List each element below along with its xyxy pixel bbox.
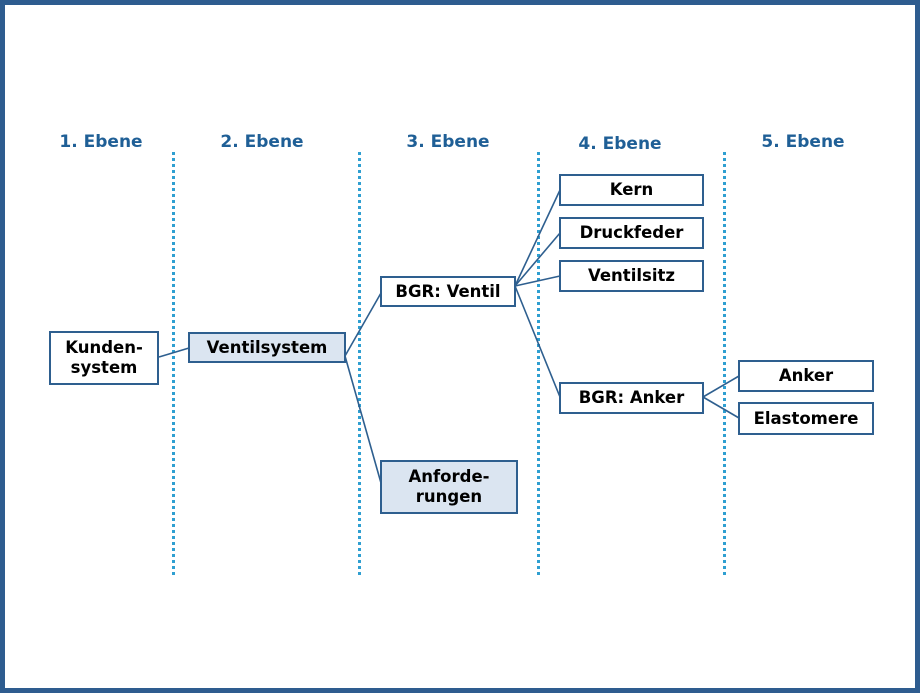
- level-title-2: 2. Ebene: [220, 132, 304, 152]
- link-bgr-ventil-bgr-anker: [514, 285, 561, 398]
- node-ventilsitz: Ventilsitz: [559, 260, 704, 292]
- level-title-4: 4. Ebene: [578, 134, 662, 154]
- level-divider-2: [358, 152, 361, 575]
- link-bgr-ventil-kern: [514, 189, 561, 287]
- link-ventilsystem-anforderungen: [344, 355, 382, 484]
- link-bgr-ventil-druckfeder: [514, 232, 561, 287]
- link-bgr-anker-anker: [702, 375, 740, 398]
- node-ventilsystem: Ventilsystem: [188, 332, 346, 363]
- node-kern: Kern: [559, 174, 704, 206]
- link-kundensystem-ventilsystem: [158, 347, 190, 358]
- node-anker: Anker: [738, 360, 874, 392]
- node-bgr-anker: BGR: Anker: [559, 382, 704, 414]
- level-title-5: 5. Ebene: [761, 132, 845, 152]
- level-divider-4: [723, 152, 726, 575]
- level-divider-3: [537, 152, 540, 575]
- level-divider-1: [172, 152, 175, 575]
- node-kundensystem: Kunden- system: [49, 331, 159, 385]
- link-ventilsystem-bgr-ventil: [344, 292, 382, 357]
- level-title-1: 1. Ebene: [59, 132, 143, 152]
- node-druckfeder: Druckfeder: [559, 217, 704, 249]
- node-bgr-ventil: BGR: Ventil: [380, 276, 516, 307]
- node-elastomere: Elastomere: [738, 402, 874, 435]
- link-bgr-anker-elastomere: [702, 396, 740, 419]
- link-bgr-ventil-ventilsitz: [514, 275, 561, 287]
- level-title-3: 3. Ebene: [406, 132, 490, 152]
- node-anforderungen: Anforde- rungen: [380, 460, 518, 514]
